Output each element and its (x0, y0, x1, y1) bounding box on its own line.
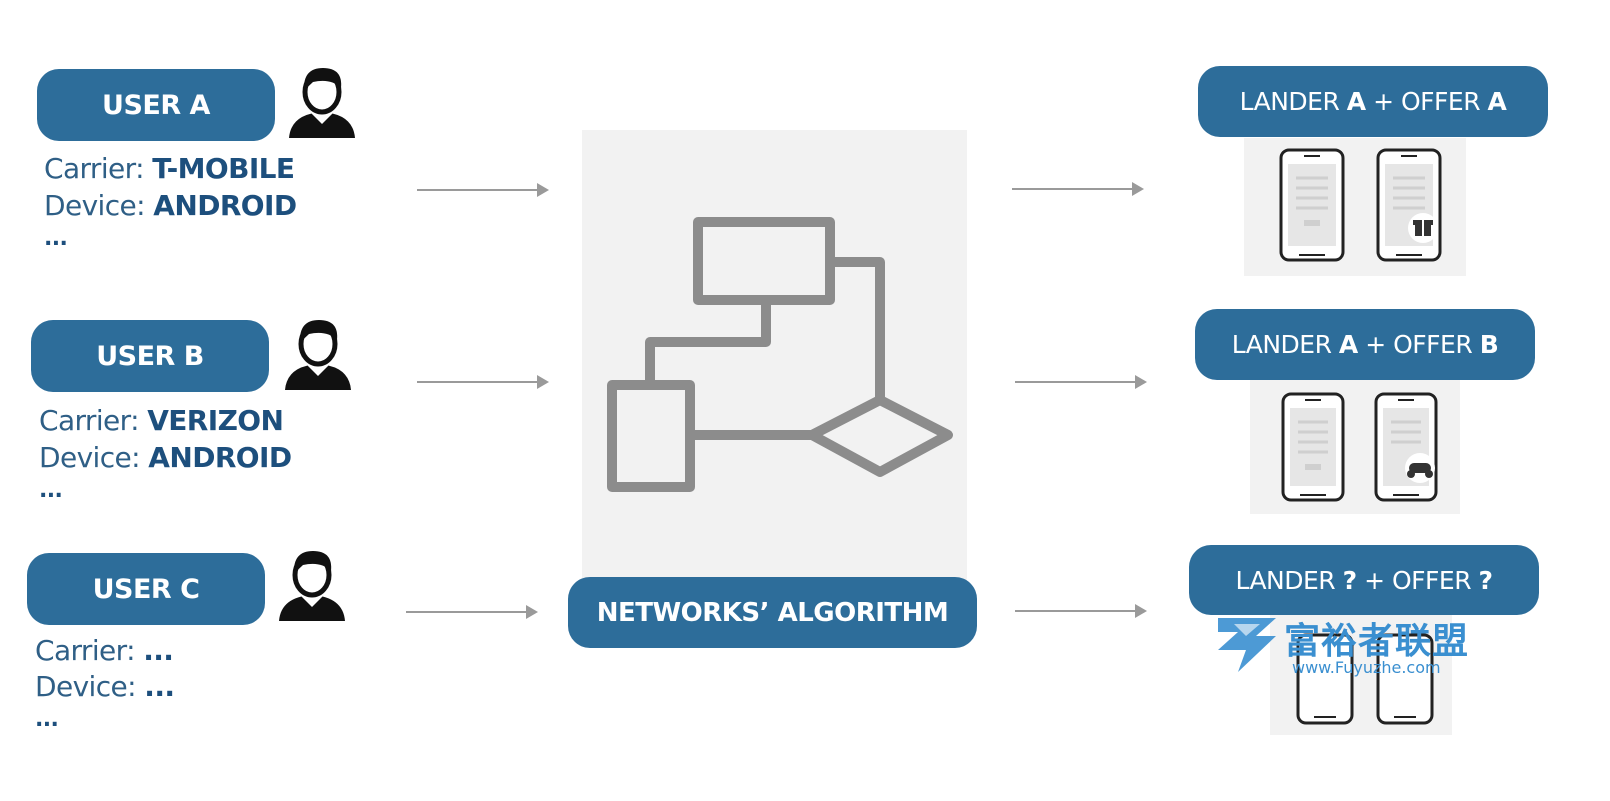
user-c-device-row: Device: ... (35, 669, 175, 705)
user-a-label: USER A (102, 89, 210, 121)
device-value: ANDROID (153, 189, 297, 222)
user-a-info: Carrier: T-MOBILE Device: ANDROID ... (44, 150, 297, 254)
arrow-user-c (406, 605, 538, 619)
phone-offer-icon (1374, 392, 1438, 502)
device-label: Device: (44, 189, 154, 222)
offer-prefix: + OFFER (1357, 330, 1480, 359)
user-a-more: ... (44, 226, 68, 251)
carrier-value: T-MOBILE (152, 152, 295, 185)
lander-prefix: LANDER (1235, 565, 1343, 595)
gamepad-icon (1405, 453, 1435, 483)
phone-lander-icon (1281, 392, 1345, 502)
user-b-device-row: Device: ANDROID (39, 439, 292, 476)
offer-prefix: + OFFER (1365, 87, 1488, 116)
lander-1-pill: LANDER A + OFFER A (1198, 66, 1548, 137)
user-b-info: Carrier: VERIZON Device: ANDROID ... (39, 402, 292, 506)
watermark-text: 富裕者联盟 (1284, 621, 1470, 662)
arrow-user-b (417, 375, 549, 389)
device-label: Device: (35, 670, 145, 703)
offer-value: B (1479, 330, 1499, 359)
user-c-more: ... (35, 707, 59, 732)
lander-2-pill: LANDER A + OFFER B (1195, 309, 1535, 380)
user-c-pill: USER C (27, 553, 265, 625)
lander-value: ? (1342, 565, 1358, 595)
phone-lander-icon (1296, 633, 1354, 725)
carrier-label: Carrier: (44, 152, 153, 185)
lander-1-phones (1279, 148, 1442, 262)
offer-value: A (1487, 87, 1507, 116)
flowchart-icon (607, 217, 953, 492)
user-a-device-row: Device: ANDROID (44, 187, 297, 224)
user-c-avatar-icon (279, 551, 345, 621)
device-label: Device: (39, 441, 149, 474)
user-b-more: ... (39, 478, 63, 503)
arrow-user-a (417, 183, 549, 197)
user-a-carrier-row: Carrier: T-MOBILE (44, 150, 296, 187)
lander-3-phones (1296, 633, 1434, 725)
watermark-logo-icon (1218, 618, 1276, 672)
lander-prefix: LANDER (1239, 87, 1347, 116)
carrier-value: ... (143, 634, 174, 667)
user-b-label: USER B (96, 340, 204, 372)
phone-offer-icon (1376, 148, 1442, 262)
lander-3-pill: LANDER ? + OFFER ? (1189, 545, 1539, 615)
algorithm-pill: NETWORKS’ ALGORITHM (568, 577, 977, 648)
lander-value: A (1338, 330, 1358, 359)
lander-3-label: LANDER ? + OFFER ? (1235, 565, 1494, 595)
user-c-label: USER C (92, 573, 200, 605)
user-b-carrier-row: Carrier: VERIZON (39, 402, 291, 439)
user-c-info: Carrier: ... Device: ... ... (35, 633, 175, 735)
carrier-label: Carrier: (39, 404, 148, 437)
device-value: ANDROID (148, 441, 292, 474)
user-c-carrier-row: Carrier: ... (35, 633, 174, 669)
phone-offer-icon (1376, 633, 1434, 725)
lander-value: A (1346, 87, 1366, 116)
arrow-lander-3 (1015, 604, 1147, 618)
lander-1-label: LANDER A + OFFER A (1240, 87, 1507, 116)
lander-2-phones (1281, 392, 1438, 502)
user-b-avatar-icon (285, 320, 351, 390)
lander-prefix: LANDER (1231, 330, 1339, 359)
phone-lander-icon (1279, 148, 1345, 262)
carrier-value: VERIZON (147, 404, 284, 437)
carrier-label: Carrier: (35, 634, 144, 667)
user-a-pill: USER A (37, 69, 275, 141)
arrow-lander-2 (1015, 375, 1147, 389)
offer-value: ? (1478, 565, 1494, 595)
user-a-avatar-icon (289, 68, 355, 138)
watermark-url: www.Fuyuzhe.com (1292, 658, 1441, 677)
arrow-lander-1 (1012, 182, 1144, 196)
lander-2-label: LANDER A + OFFER B (1232, 330, 1499, 359)
device-value: ... (144, 670, 175, 703)
algorithm-label: NETWORKS’ ALGORITHM (596, 597, 949, 628)
gift-icon (1408, 213, 1438, 243)
user-b-pill: USER B (31, 320, 269, 392)
offer-prefix: + OFFER (1356, 565, 1479, 595)
